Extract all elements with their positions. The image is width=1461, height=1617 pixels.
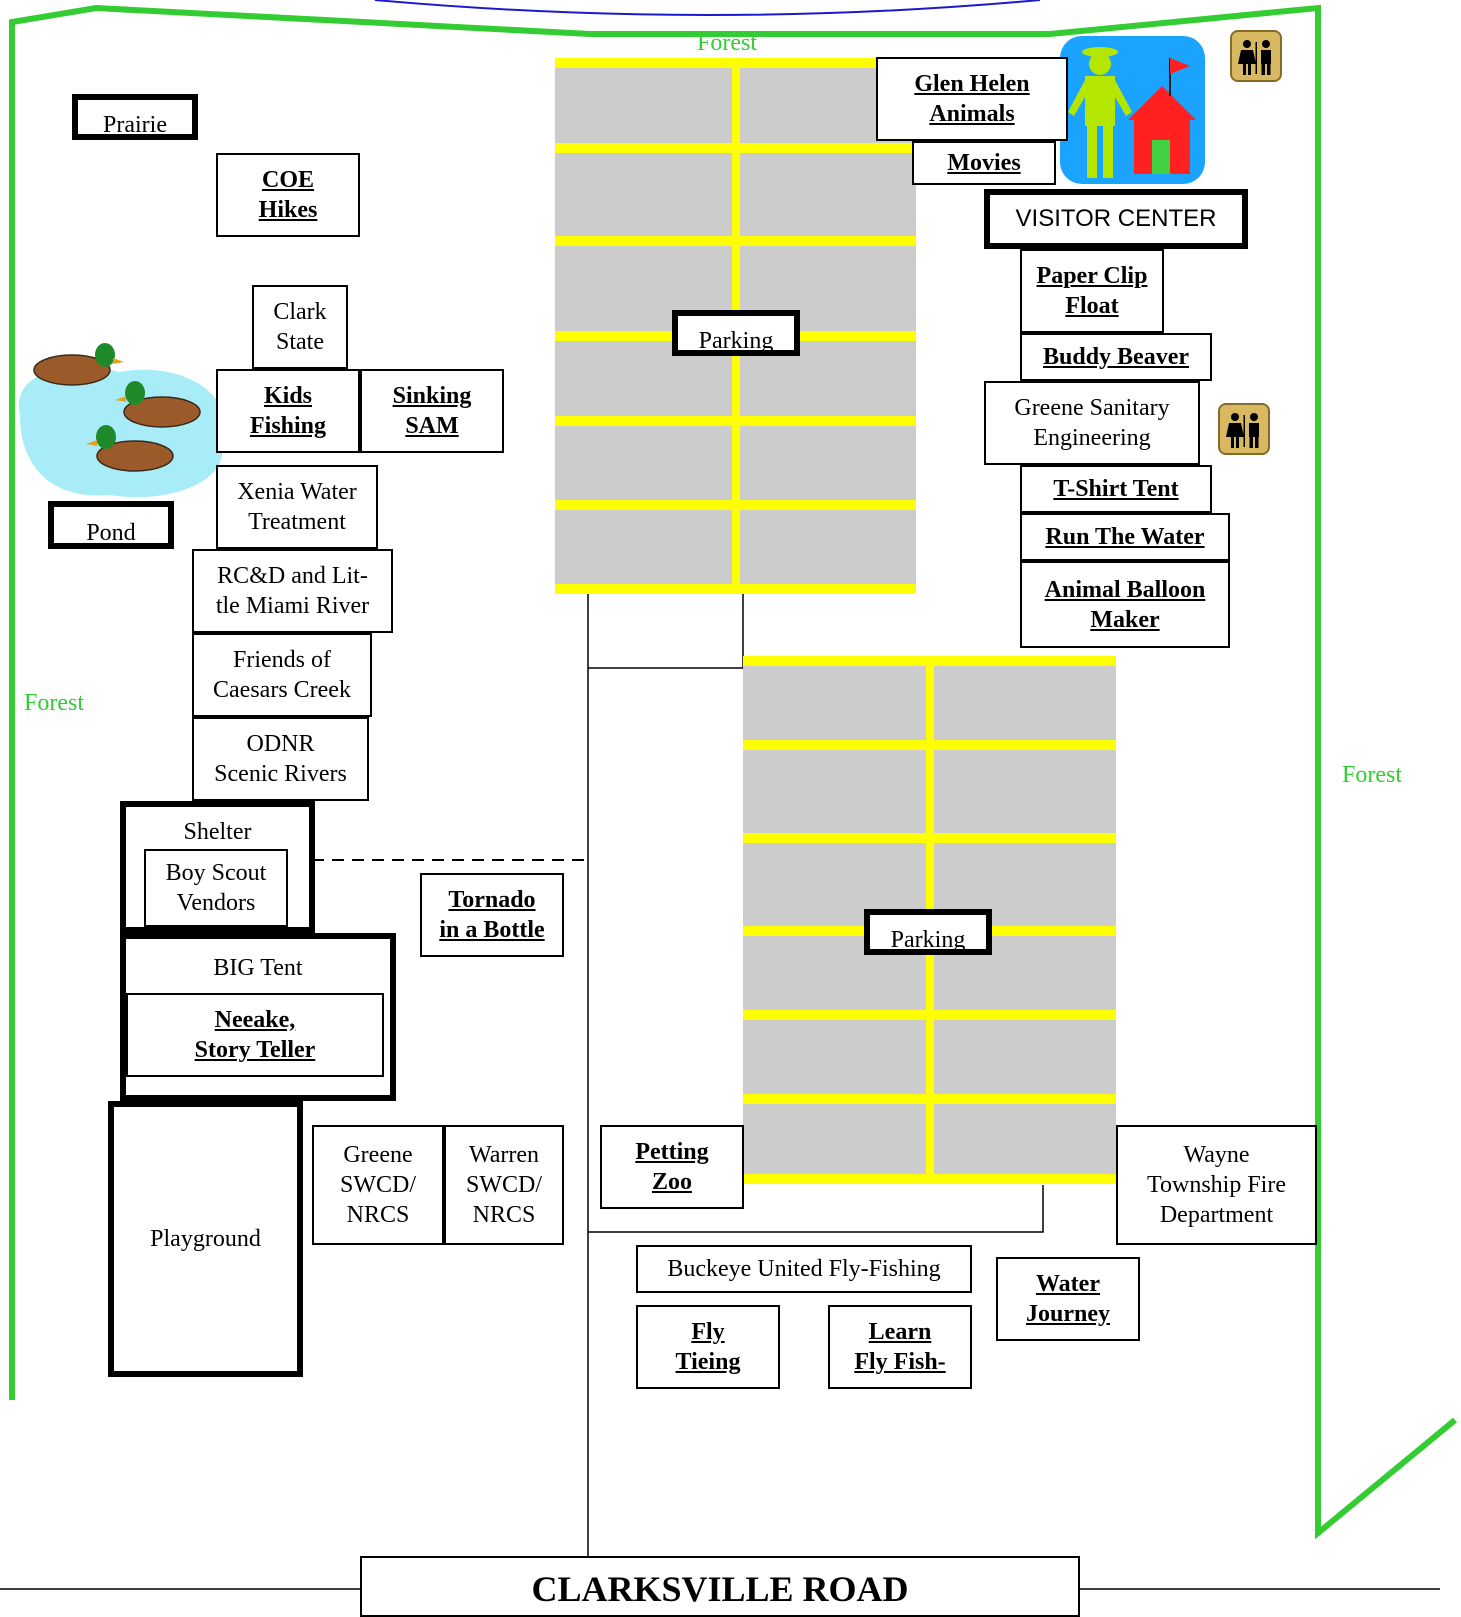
sinking-sam-station[interactable]: Sinking SAM (360, 369, 504, 453)
visitor-center[interactable]: VISITOR CENTER (984, 189, 1248, 249)
movies-station[interactable]: Movies (912, 141, 1056, 185)
learn-fly-fishing-station[interactable]: Learn Fly Fish- (828, 1305, 972, 1389)
forest-label-right: Forest (1342, 762, 1402, 788)
path-north-lot (588, 594, 744, 669)
big-tent-label: BIG Tent (213, 955, 303, 981)
coe-hikes-station[interactable]: COE Hikes (216, 153, 360, 237)
duck-icon (86, 425, 174, 472)
pond-water (18, 367, 224, 498)
wayne-fire-station[interactable]: Wayne Township Fire Department (1116, 1125, 1317, 1245)
glen-helen-animals-station[interactable]: Glen Helen Animals (876, 57, 1068, 141)
rcd-miami-station[interactable]: RC&D and Lit- tle Miami River (192, 549, 393, 633)
friends-caesars-station[interactable]: Friends of Caesars Creek (192, 633, 372, 717)
tshirt-tent-station[interactable]: T-Shirt Tent (1020, 465, 1212, 513)
buckeye-fly-fishing-station[interactable]: Buckeye United Fly-Fishing (636, 1245, 972, 1293)
playground-area[interactable]: Playground (108, 1101, 303, 1377)
water-journey-station[interactable]: Water Journey (996, 1257, 1140, 1341)
neeake-storyteller[interactable]: Neeake, Story Teller (126, 993, 384, 1077)
restroom-icon (1218, 403, 1270, 455)
park-ranger-icon (1060, 36, 1205, 184)
duck-icon (115, 381, 201, 428)
odnr-station[interactable]: ODNR Scenic Rivers (192, 717, 369, 801)
animal-balloon-maker-station[interactable]: Animal Balloon Maker (1020, 561, 1230, 648)
pond-label: Pond (48, 501, 174, 549)
duck-icon (33, 343, 124, 386)
forest-label-left: Forest (24, 690, 84, 716)
shelter-label: Shelter (183, 819, 252, 845)
xenia-water-station[interactable]: Xenia Water Treatment (216, 465, 378, 549)
blue-arc (374, 0, 1041, 16)
run-the-water-station[interactable]: Run The Water (1020, 513, 1230, 561)
prairie-station[interactable]: Prairie (72, 94, 198, 140)
parking-label-north: Parking (672, 310, 800, 356)
clark-state-station[interactable]: Clark State (252, 285, 348, 369)
parking-label-south: Parking (864, 909, 992, 955)
restroom-icon (1230, 30, 1282, 82)
fly-tieing-station[interactable]: Fly Tieing (636, 1305, 780, 1389)
greene-swcd-station[interactable]: Greene SWCD/ NRCS (312, 1125, 444, 1245)
boy-scout-vendors[interactable]: Boy Scout Vendors (144, 849, 288, 927)
warren-swcd-station[interactable]: Warren SWCD/ NRCS (444, 1125, 564, 1245)
forest-boundary (9, 4, 1457, 1540)
forest-label-top: Forest (697, 30, 757, 56)
greene-sanitary-station[interactable]: Greene Sanitary Engineering (984, 381, 1200, 465)
buddy-beaver-station[interactable]: Buddy Beaver (1020, 333, 1212, 381)
petting-zoo-station[interactable]: Petting Zoo (600, 1125, 744, 1209)
path-south-lot (588, 1185, 1044, 1233)
tornado-bottle-station[interactable]: Tornado in a Bottle (420, 873, 564, 957)
pond-with-ducks (18, 343, 224, 498)
paper-clip-float-station[interactable]: Paper Clip Float (1020, 249, 1164, 333)
kids-fishing-station[interactable]: Kids Fishing (216, 369, 360, 453)
road-label: CLARKSVILLE ROAD (360, 1556, 1080, 1617)
